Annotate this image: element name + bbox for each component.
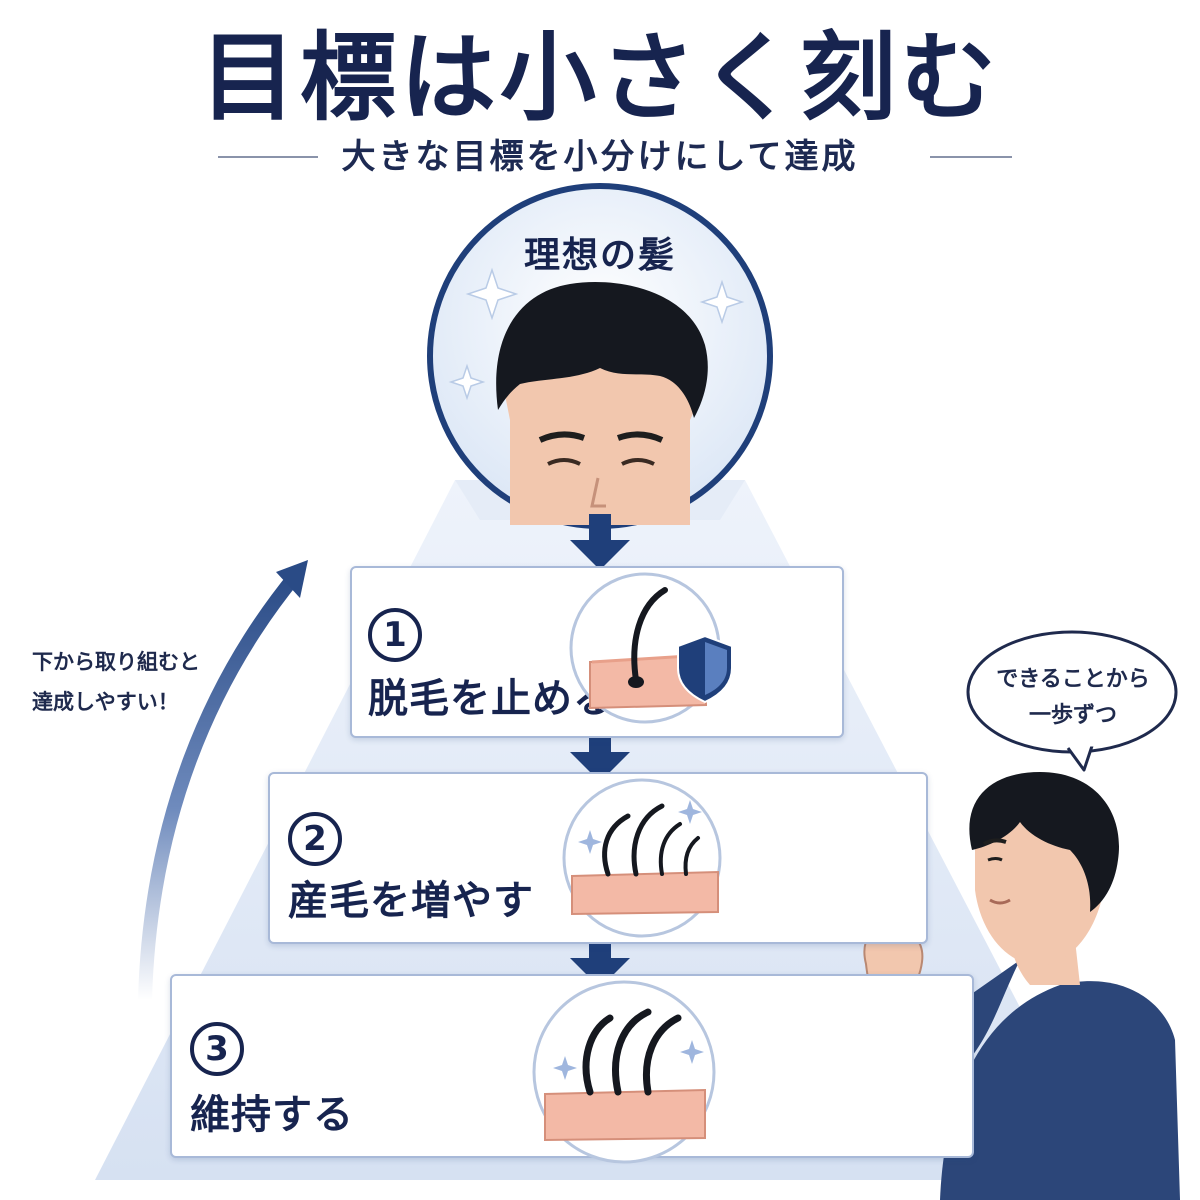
- down-arrow-icon: [570, 514, 630, 570]
- sparkle-icon: [448, 363, 486, 401]
- step-1-label: 脱毛を止める: [368, 676, 614, 722]
- subtitle-rule-right: [930, 156, 1012, 158]
- speech-bubble-text: できることから 一歩ずつ: [980, 662, 1166, 734]
- goal-label: 理想の髪: [523, 235, 676, 276]
- step-3-label: 維持する: [190, 1092, 354, 1138]
- side-note-line-1: 下から取り組むと: [32, 650, 200, 674]
- speech-bubble-line-2: 一歩ずつ: [1028, 703, 1117, 728]
- page-subtitle: 大きな目標を小分けにして達成: [341, 137, 859, 177]
- side-note: 下から取り組むと 達成しやすい！: [32, 642, 252, 722]
- step-2-box: 2 産毛を増やす: [268, 772, 928, 944]
- step-3-number: 3: [190, 1022, 244, 1076]
- up-curve-arrow-icon: [138, 568, 303, 1007]
- speech-bubble: [966, 630, 1178, 772]
- subtitle-rule-left: [218, 156, 318, 158]
- sparkle-icon: [699, 279, 745, 325]
- step-1-number: 1: [368, 608, 422, 662]
- page-title: 目標は小さく刻む: [200, 22, 1000, 134]
- step-1-box: 1 脱毛を止める: [350, 566, 844, 738]
- step-3-box: 3 維持する: [170, 974, 974, 1158]
- speech-bubble-line-1: できることから: [996, 667, 1150, 692]
- step-2-number: 2: [288, 812, 342, 866]
- side-note-line-2: 達成しやすい！: [32, 690, 179, 714]
- step-2-label: 産毛を増やす: [288, 878, 534, 924]
- ideal-hair-face-illustration: [496, 282, 708, 525]
- subtitle-row: 大きな目標を小分けにして達成: [0, 132, 1200, 182]
- sparkle-icon: [465, 267, 519, 321]
